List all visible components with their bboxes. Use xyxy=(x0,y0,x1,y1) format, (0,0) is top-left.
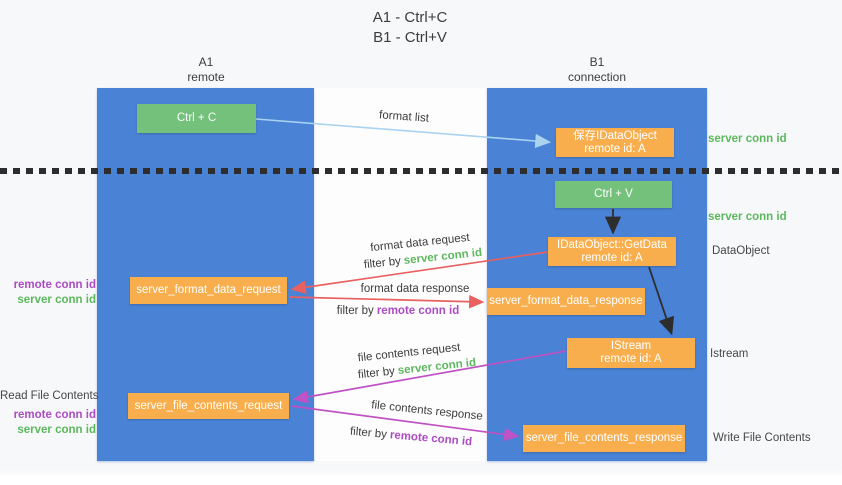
annotation-server-conn-id-left2: server conn id xyxy=(17,424,96,436)
node-ctrl-c: Ctrl + C xyxy=(137,104,256,133)
diagram-title: A1 - Ctrl+C B1 - Ctrl+V xyxy=(300,8,520,48)
node-idataobject-getdata-line1: IDataObject::GetData xyxy=(557,238,667,251)
node-server-format-data-response: server_format_data_response xyxy=(487,288,645,315)
node-server-file-contents-request-label: server_file_contents_request xyxy=(134,399,283,412)
annotation-remote-conn-id-left2: remote conn id xyxy=(13,409,96,421)
annotation-read-file-contents: Read File Contents xyxy=(0,390,99,402)
lifeline-right-role: connection xyxy=(567,70,627,84)
node-server-file-contents-response-label: server_file_contents_response xyxy=(525,432,683,444)
node-ctrl-v: Ctrl + V xyxy=(555,181,672,208)
node-save-idataobject-line2: remote id: A xyxy=(584,142,646,155)
annotation-server-conn-id-left1: server conn id xyxy=(17,294,96,306)
diagram-title-line1: A1 - Ctrl+C xyxy=(372,9,448,26)
diagram-title-line2: B1 - Ctrl+V xyxy=(373,29,447,46)
node-istream-line2: remote id: A xyxy=(600,353,662,365)
lifeline-left-name: A1 xyxy=(198,55,214,69)
annotation-dataobject: DataObject xyxy=(712,245,770,257)
node-idataobject-getdata-line2: remote id: A xyxy=(581,251,643,264)
machine-boundary-divider xyxy=(0,168,842,174)
annotation-remote-conn-id-left1: remote conn id xyxy=(13,279,96,291)
annotation-istream: Istream xyxy=(710,348,749,360)
node-istream: IStream remote id: A xyxy=(567,338,695,368)
node-server-format-data-response-label: server_format_data_response xyxy=(489,295,643,307)
label-format-data-response: format data response xyxy=(360,283,470,295)
node-save-idataobject: 保存IDataObject remote id: A xyxy=(556,128,674,157)
node-server-file-contents-request: server_file_contents_request xyxy=(128,393,289,419)
lifeline-right-header: B1 connection xyxy=(517,55,677,85)
label-filter-by-text: filter by xyxy=(336,305,374,317)
node-ctrl-v-label: Ctrl + V xyxy=(594,188,633,200)
node-server-format-data-request: server_format_data_request xyxy=(130,277,287,304)
lifeline-right-name: B1 xyxy=(589,55,605,69)
lifeline-left-role: remote xyxy=(187,70,225,84)
node-server-format-data-request-label: server_format_data_request xyxy=(136,284,281,296)
node-save-idataobject-line1: 保存IDataObject xyxy=(573,129,657,142)
node-istream-line1: IStream xyxy=(610,340,652,352)
annotation-server-conn-id-mid: server conn id xyxy=(708,211,787,223)
node-ctrl-c-label: Ctrl + C xyxy=(176,112,217,124)
node-idataobject-getdata: IDataObject::GetData remote id: A xyxy=(548,237,676,266)
annotation-write-file-contents: Write File Contents xyxy=(713,432,811,444)
lifeline-left-header: A1 remote xyxy=(126,55,286,85)
node-server-file-contents-response: server_file_contents_response xyxy=(523,425,685,452)
label-remote-conn-id-text: remote conn id xyxy=(376,305,460,317)
annotation-server-conn-id-top: server conn id xyxy=(708,133,787,145)
